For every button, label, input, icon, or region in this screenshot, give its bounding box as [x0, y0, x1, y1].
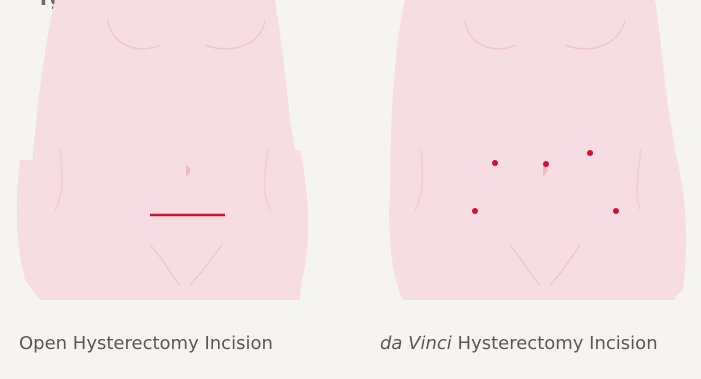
incision-dot: [543, 161, 549, 167]
torso-silhouette: [389, 0, 680, 300]
caption-davinci-hysterectomy: da Vinci Hysterectomy Incision: [380, 333, 658, 354]
incision-dot: [472, 208, 478, 214]
torso-silhouette: [28, 0, 302, 300]
open-torso-figure: [0, 0, 330, 300]
incision-dot: [492, 160, 498, 166]
incision-dot: [587, 150, 593, 156]
davinci-hysterectomy-panel: [375, 0, 701, 300]
caption-open-hysterectomy: Open Hysterectomy Incision: [19, 333, 273, 354]
open-hysterectomy-panel: [0, 0, 330, 300]
caption-main: Open Hysterectomy Incision: [19, 333, 273, 354]
incision-dot: [613, 208, 619, 214]
caption-main: Hysterectomy Incision: [452, 333, 658, 354]
davinci-torso-figure: [375, 0, 701, 300]
caption-prefix: da Vinci: [380, 333, 452, 354]
